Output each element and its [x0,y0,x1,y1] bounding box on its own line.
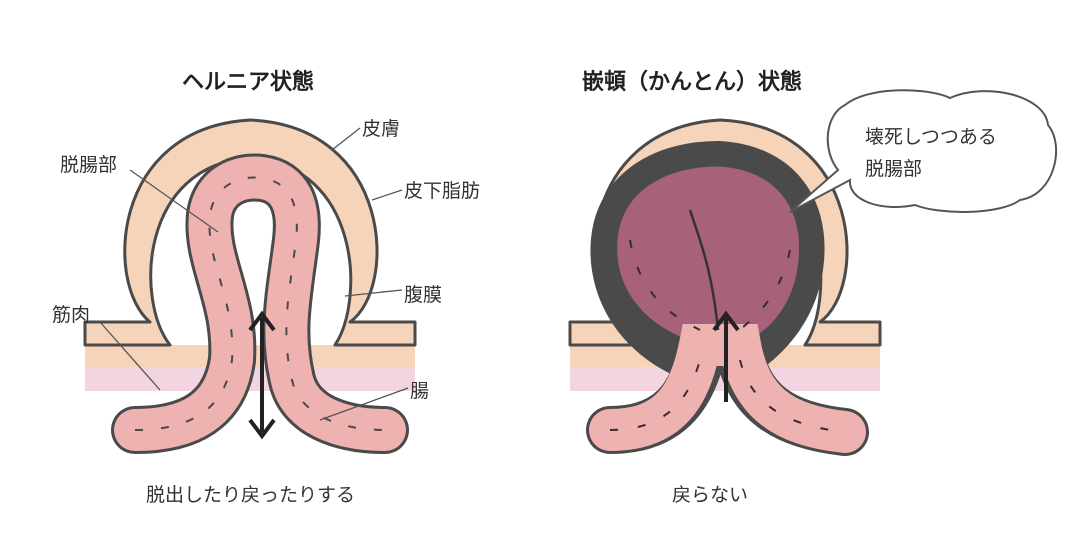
right-incarcerated-figure [568,89,1057,456]
bubble-line-2: 脱腸部 [865,158,923,180]
label-intestine: 腸 [410,380,430,402]
left-hernia-figure [83,118,417,454]
label-peritoneum: 腹膜 [404,284,443,306]
right-caption: 戻らない [672,484,749,506]
necrotic-intestine [614,163,803,347]
label-subcutaneous-fat: 皮下脂肪 [404,180,481,202]
label-skin: 皮膚 [362,118,401,140]
speech-bubble [789,89,1057,213]
right-title: 嵌頓（かんとん）状態 [582,70,803,95]
skin-dome [83,118,417,347]
left-caption: 脱出したり戻ったりする [146,484,356,506]
label-muscle: 筋肉 [52,304,91,326]
left-title: ヘルニア状態 [182,70,315,95]
bubble-line-1: 壊死しつつある [865,126,997,148]
label-prolapsed-intestine: 脱腸部 [60,154,118,176]
